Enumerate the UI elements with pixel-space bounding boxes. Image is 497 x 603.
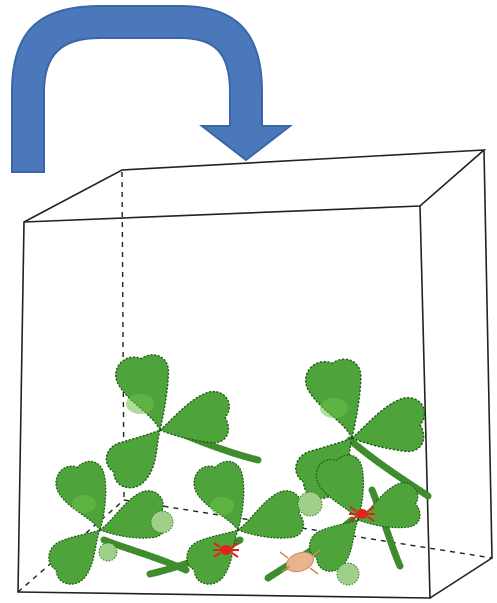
leaf-highlight [320, 398, 348, 418]
box-front-right-edge [420, 206, 430, 598]
spider-mite [349, 507, 375, 521]
damage-spot [99, 543, 117, 561]
box-right-bottom-edge [430, 558, 492, 598]
curved-arrow [12, 6, 290, 172]
box-front-bottom-edge [18, 592, 430, 598]
clover-plant [49, 461, 166, 584]
leaf-highlight [210, 497, 234, 515]
box-top-face [24, 150, 484, 222]
box-back-right-edge [484, 150, 492, 558]
box-front-left-edge [18, 222, 24, 592]
damage-spot [337, 563, 359, 585]
arrow-body [12, 6, 290, 172]
spider-mite [213, 543, 239, 557]
leaf-highlight [72, 495, 96, 513]
damage-spot [298, 492, 322, 516]
damage-spot [151, 511, 173, 533]
leaf-highlight [126, 394, 154, 414]
